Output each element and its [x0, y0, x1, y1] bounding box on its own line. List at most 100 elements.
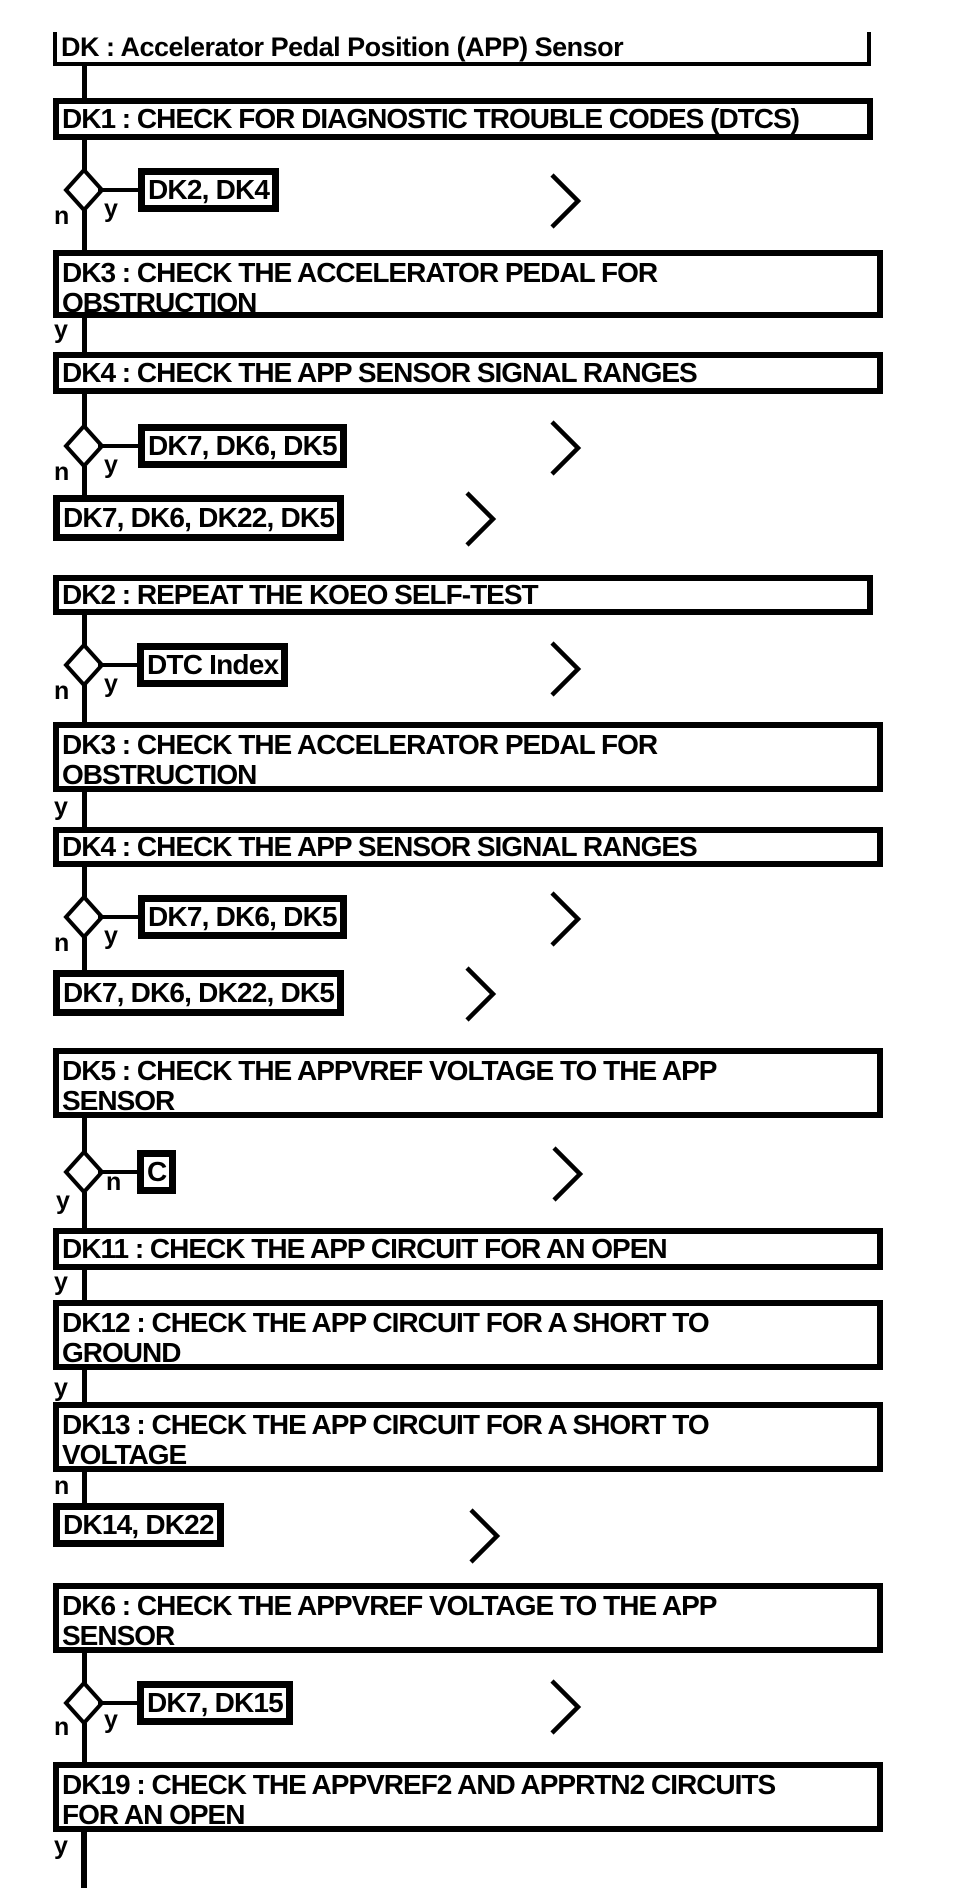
ref-label: DK14, DK22	[63, 1509, 215, 1540]
step-label-dk12-line1: DK12 : CHECK THE APP CIRCUIT FOR A SHORT…	[62, 1307, 710, 1338]
step-label-dk5-line1: DK5 : CHECK THE APPVREF VOLTAGE TO THE A…	[62, 1055, 717, 1086]
step-label-dk3-line2: OBSTRUCTION	[62, 287, 257, 318]
ref-box-dk7-dk6-dk5: DK7, DK6, DK5	[138, 895, 347, 939]
connector-line	[82, 937, 87, 970]
step-box-dk3: DK3 : CHECK THE ACCELERATOR PEDAL FOR OB…	[53, 250, 883, 318]
step-box-dk6: DK6 : CHECK THE APPVREF VOLTAGE TO THE A…	[53, 1583, 883, 1653]
connector-line	[98, 1170, 137, 1174]
ref-box-dk7-dk6-dk22-dk5: DK7, DK6, DK22, DK5	[53, 495, 345, 541]
connector-line	[98, 188, 140, 192]
continuation-chevron-icon	[465, 491, 497, 547]
continuation-chevron-icon	[465, 966, 497, 1022]
connector-line	[82, 394, 87, 427]
step-label-dk19-line2: FOR AN OPEN	[62, 1799, 245, 1830]
ref-label: DTC Index	[147, 649, 279, 680]
connector-line	[82, 1270, 87, 1300]
step-label-dk3-line1: DK3 : CHECK THE ACCELERATOR PEDAL FOR	[62, 257, 658, 288]
step-label-dk5-line2: SENSOR	[62, 1085, 175, 1116]
continuation-chevron-icon	[469, 1508, 501, 1564]
step-label-dk3-line2: OBSTRUCTION	[62, 759, 257, 790]
ref-box-dk7-dk6-dk5: DK7, DK6, DK5	[138, 424, 347, 468]
step-label-dk13-line2: VOLTAGE	[62, 1439, 187, 1470]
connector-line	[98, 663, 140, 667]
step-label-dk4: DK4 : CHECK THE APP SENSOR SIGNAL RANGES	[62, 831, 698, 862]
ref-box-c: C	[137, 1150, 177, 1194]
continuation-chevron-icon	[550, 891, 582, 947]
step-box-dk4: DK4 : CHECK THE APP SENSOR SIGNAL RANGES	[53, 352, 883, 394]
connector-line	[82, 1723, 87, 1762]
ref-box-dk7-dk15: DK7, DK15	[137, 1681, 293, 1725]
step-box-dk12: DK12 : CHECK THE APP CIRCUIT FOR A SHORT…	[53, 1300, 883, 1370]
ref-box-dk2-dk4: DK2, DK4	[138, 168, 280, 212]
branch-label-no: n	[54, 1713, 70, 1741]
branch-label-no: n	[54, 202, 70, 230]
flowchart-title: DK : Accelerator Pedal Position (APP) Se…	[61, 32, 624, 62]
branch-label-no: n	[54, 458, 70, 486]
step-box-dk3-repeat: DK3 : CHECK THE ACCELERATOR PEDAL FOR OB…	[53, 722, 883, 792]
flowchart-title-box: DK : Accelerator Pedal Position (APP) Se…	[53, 32, 871, 66]
connector-line	[82, 683, 87, 722]
continuation-chevron-icon	[550, 420, 582, 476]
step-box-dk2: DK2 : REPEAT THE KOEO SELF-TEST	[53, 575, 873, 615]
step-label-dk12-line2: GROUND	[62, 1337, 181, 1368]
ref-label: C	[147, 1156, 167, 1187]
connector-line	[82, 66, 87, 98]
connector-line	[82, 1653, 87, 1685]
step-label-dk4: DK4 : CHECK THE APP SENSOR SIGNAL RANGES	[62, 357, 698, 388]
branch-label-yes: y	[104, 1706, 118, 1734]
step-label-dk6-line2: SENSOR	[62, 1620, 175, 1651]
connector-line	[82, 1370, 87, 1402]
ref-label: DK7, DK6, DK22, DK5	[63, 977, 335, 1008]
step-box-dk4-repeat: DK4 : CHECK THE APP SENSOR SIGNAL RANGES	[53, 827, 883, 867]
connector-line	[82, 1472, 87, 1503]
ref-label: DK7, DK6, DK5	[148, 901, 338, 932]
step-box-dk13: DK13 : CHECK THE APP CIRCUIT FOR A SHORT…	[53, 1402, 883, 1472]
ref-label: DK7, DK6, DK22, DK5	[63, 502, 335, 533]
step-box-dk19: DK19 : CHECK THE APPVREF2 AND APPRTN2 CI…	[53, 1762, 883, 1832]
connector-line	[82, 466, 87, 495]
connector-line	[82, 1192, 87, 1228]
step-label-dk3-line1: DK3 : CHECK THE ACCELERATOR PEDAL FOR	[62, 729, 658, 760]
ref-label: DK7, DK15	[147, 1687, 284, 1718]
continuation-chevron-icon	[550, 1679, 582, 1735]
connector-line	[82, 210, 87, 250]
connector-line	[82, 1118, 87, 1153]
step-box-dk11: DK11 : CHECK THE APP CIRCUIT FOR AN OPEN	[53, 1228, 883, 1270]
branch-label-yes: y	[104, 451, 118, 479]
continuation-chevron-icon	[550, 173, 582, 229]
branch-label-yes: y	[54, 793, 68, 821]
branch-label-no: n	[54, 1472, 70, 1500]
branch-label-yes: y	[104, 195, 118, 223]
connector-line	[82, 140, 87, 172]
connector-line	[82, 867, 87, 897]
step-label-dk19-line1: DK19 : CHECK THE APPVREF2 AND APPRTN2 CI…	[62, 1769, 776, 1800]
step-box-dk1: DK1 : CHECK FOR DIAGNOSTIC TROUBLE CODES…	[53, 98, 873, 140]
connector-line	[82, 792, 87, 827]
ref-box-dk7-dk6-dk22-dk5: DK7, DK6, DK22, DK5	[53, 970, 345, 1016]
ref-label: DK2, DK4	[148, 174, 270, 205]
connector-line	[98, 915, 140, 919]
branch-label-no: n	[54, 929, 70, 957]
connector-line	[81, 1832, 87, 1888]
step-label-dk2: DK2 : REPEAT THE KOEO SELF-TEST	[62, 579, 539, 610]
step-label-dk13-line1: DK13 : CHECK THE APP CIRCUIT FOR A SHORT…	[62, 1409, 710, 1440]
connector-line	[98, 1701, 140, 1705]
branch-label-yes: y	[104, 670, 118, 698]
continuation-chevron-icon	[550, 641, 582, 697]
branch-label-no: n	[106, 1168, 122, 1196]
connector-line	[98, 444, 140, 448]
branch-label-no: n	[54, 677, 70, 705]
branch-label-yes: y	[56, 1187, 70, 1215]
step-label-dk11: DK11 : CHECK THE APP CIRCUIT FOR AN OPEN	[62, 1233, 668, 1264]
ref-label: DK7, DK6, DK5	[148, 430, 338, 461]
branch-label-yes: y	[54, 1268, 68, 1296]
branch-label-yes: y	[104, 922, 118, 950]
branch-label-yes: y	[54, 1374, 68, 1402]
branch-label-yes: y	[54, 1832, 68, 1860]
step-label-dk1: DK1 : CHECK FOR DIAGNOSTIC TROUBLE CODES…	[62, 103, 800, 134]
ref-box-dtc-index: DTC Index	[137, 643, 289, 687]
continuation-chevron-icon	[552, 1146, 584, 1202]
connector-line	[82, 615, 87, 647]
connector-line	[82, 318, 87, 352]
